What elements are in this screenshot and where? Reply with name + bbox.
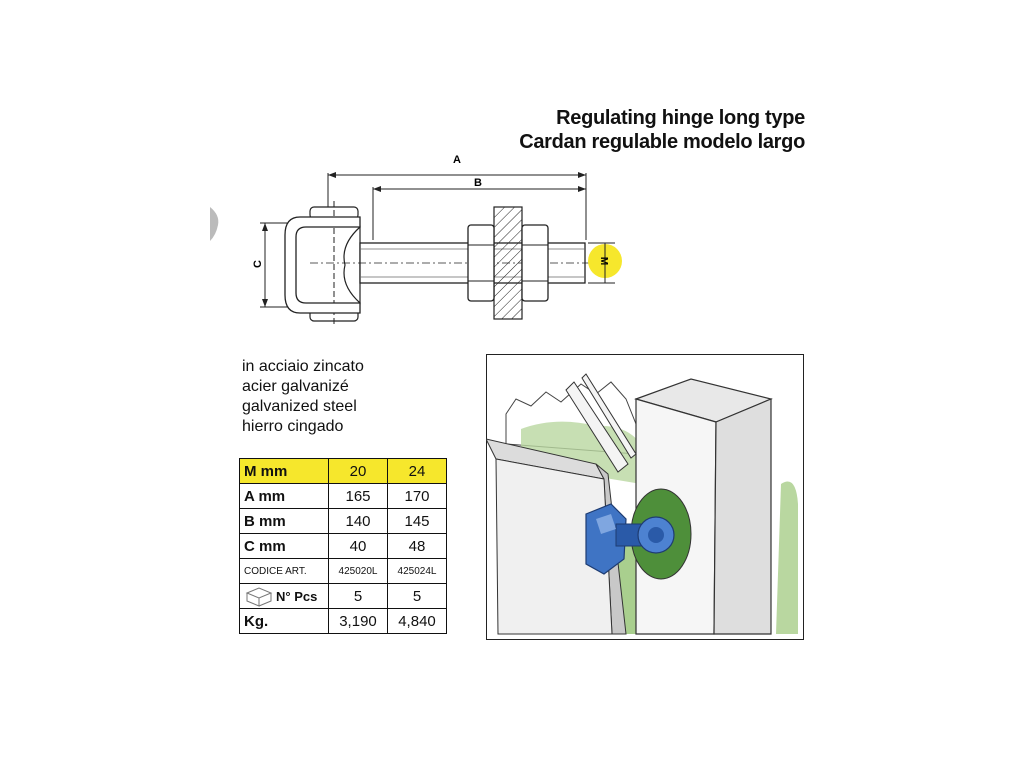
material-spanish: hierro cingado — [242, 418, 344, 435]
dim-label-b: B — [474, 177, 482, 189]
table-row: N° Pcs 5 5 — [239, 583, 447, 609]
row-label: C mm — [239, 533, 329, 559]
row-label-cell: N° Pcs — [239, 583, 329, 609]
material-english: galvanized steel — [242, 398, 357, 415]
table-row: C mm 40 48 — [239, 533, 447, 559]
header-value-1: 20 — [328, 458, 388, 484]
row-value: 425024L — [387, 558, 447, 584]
row-label: B mm — [239, 508, 329, 534]
row-value: 145 — [387, 508, 447, 534]
table-row: CODICE ART. 425020L 425024L — [239, 558, 447, 584]
title-line-2: Cardan regulable modelo largo — [519, 131, 805, 153]
table-row: Kg. 3,190 4,840 — [239, 608, 447, 634]
material-french: acier galvanizé — [242, 378, 349, 395]
row-value: 3,190 — [328, 608, 388, 634]
header-label: M mm — [239, 458, 329, 484]
table-row: B mm 140 145 — [239, 508, 447, 534]
row-label: Kg. — [239, 608, 329, 634]
box-icon — [245, 587, 273, 607]
hinge-technical-drawing: A B C M — [210, 154, 622, 327]
dim-label-c: C — [252, 260, 264, 268]
row-value: 5 — [328, 583, 388, 609]
mounting-plate — [493, 206, 523, 320]
row-label: N° Pcs — [276, 588, 318, 604]
gate-hinge-illustration — [486, 354, 804, 640]
row-value: 4,840 — [387, 608, 447, 634]
dim-label-a: A — [453, 154, 461, 166]
header-value-2: 24 — [387, 458, 447, 484]
row-value: 40 — [328, 533, 388, 559]
material-list: in acciaio zincato acier galvanizé galva… — [242, 357, 364, 437]
row-value: 48 — [387, 533, 447, 559]
table-row-header: M mm 20 24 — [239, 458, 447, 484]
row-label: CODICE ART. — [239, 558, 329, 584]
row-value: 140 — [328, 508, 388, 534]
spec-table: M mm 20 24 A mm 165 170 B mm 140 145 C m… — [239, 458, 447, 634]
table-row: A mm 165 170 — [239, 483, 447, 509]
nut-left — [467, 224, 495, 302]
edge-mark — [210, 207, 219, 241]
title-line-1: Regulating hinge long type — [556, 107, 805, 129]
dim-label-m: M — [598, 257, 609, 265]
row-value: 425020L — [328, 558, 388, 584]
blue-hinge — [585, 503, 627, 575]
nut-right — [521, 224, 549, 302]
row-label: A mm — [239, 483, 329, 509]
row-value: 170 — [387, 483, 447, 509]
row-value: 5 — [387, 583, 447, 609]
material-italian: in acciaio zincato — [242, 358, 364, 375]
row-value: 165 — [328, 483, 388, 509]
